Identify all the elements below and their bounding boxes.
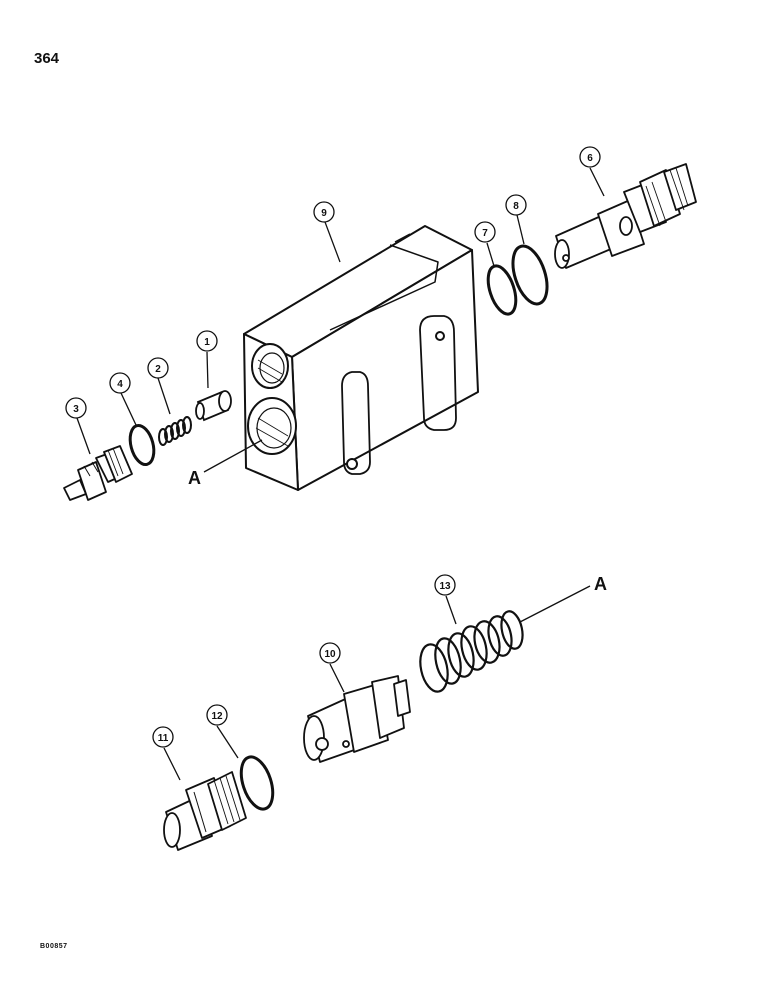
svg-text:7: 7 bbox=[482, 228, 488, 239]
svg-text:8: 8 bbox=[513, 201, 519, 212]
spring-part-13 bbox=[419, 610, 524, 693]
reference-label-a-lower: A bbox=[594, 574, 607, 594]
svg-text:3: 3 bbox=[73, 404, 79, 415]
callout-4: 4 bbox=[109, 372, 131, 394]
figure-code: B00857 bbox=[40, 943, 68, 950]
callout-13: 13 bbox=[434, 574, 456, 596]
reference-label-a-upper: A bbox=[188, 468, 201, 488]
spool-part-10 bbox=[303, 675, 411, 763]
callout-3: 3 bbox=[65, 397, 87, 419]
svg-text:10: 10 bbox=[324, 649, 336, 660]
callout-10: 10 bbox=[319, 642, 341, 664]
callout-11: 11 bbox=[152, 726, 174, 748]
poppet-part-1 bbox=[195, 390, 232, 422]
callout-7: 7 bbox=[474, 221, 496, 243]
svg-text:13: 13 bbox=[439, 581, 451, 592]
svg-text:6: 6 bbox=[587, 153, 593, 164]
o-ring-part-7 bbox=[486, 264, 518, 316]
spring-part-2 bbox=[158, 416, 192, 446]
callout-1: 1 bbox=[196, 330, 218, 352]
svg-text:11: 11 bbox=[158, 733, 169, 744]
o-ring-part-8 bbox=[511, 244, 549, 306]
valve-body-part-9 bbox=[243, 225, 479, 491]
callout-12: 12 bbox=[206, 704, 228, 726]
callout-2: 2 bbox=[147, 357, 169, 379]
plug-part-11 bbox=[163, 771, 247, 851]
relief-valve-part-6 bbox=[554, 163, 697, 269]
o-ring-part-12 bbox=[239, 755, 275, 811]
fitting-part-3 bbox=[63, 445, 133, 501]
page-number: 364 bbox=[34, 50, 60, 67]
svg-text:4: 4 bbox=[117, 379, 123, 390]
callout-6: 6 bbox=[579, 146, 601, 168]
callout-9: 9 bbox=[313, 201, 335, 223]
svg-text:2: 2 bbox=[155, 364, 161, 375]
svg-text:9: 9 bbox=[321, 208, 327, 219]
callout-8: 8 bbox=[505, 194, 527, 216]
svg-text:1: 1 bbox=[204, 337, 210, 348]
svg-text:12: 12 bbox=[211, 711, 223, 722]
leader-lines bbox=[76, 167, 605, 781]
o-ring-part-4 bbox=[128, 423, 156, 467]
